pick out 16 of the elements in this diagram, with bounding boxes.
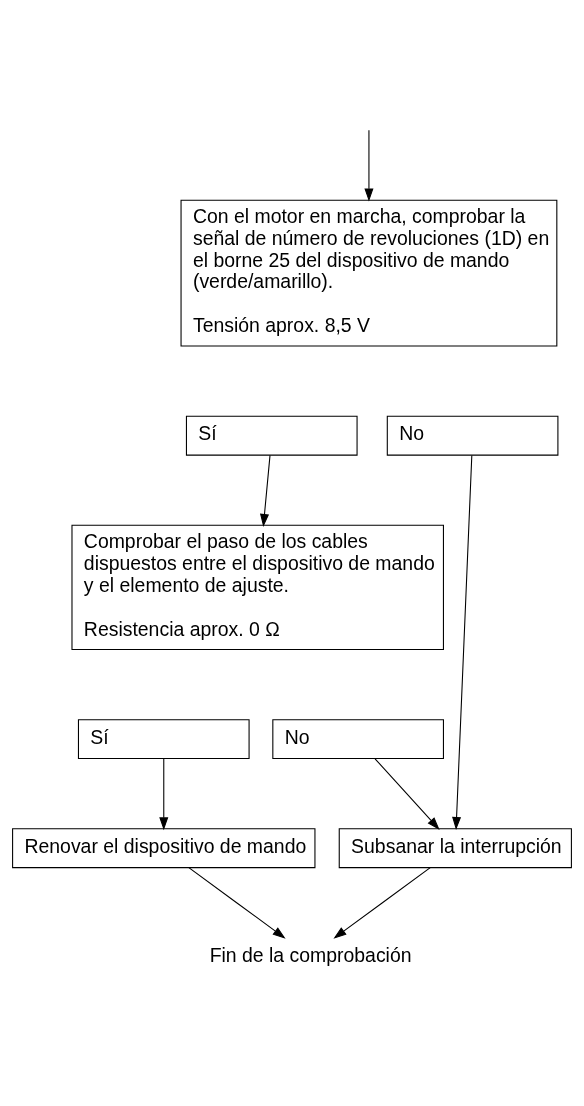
- arrow: [333, 867, 431, 939]
- node-box: No: [386, 415, 559, 456]
- node-box: Sí: [185, 415, 358, 456]
- node-box: Subsanar la interrupción: [338, 828, 572, 869]
- node-box: Renovar el dispositivo de mando: [12, 828, 316, 869]
- node-text: Fin de la comprobación: [209, 944, 412, 966]
- arrow: [364, 129, 374, 202]
- node-box: Con el motor en marcha, comprobar la señal de número de revoluciones (1D) en el borne 25 del dispositivo de mando (verde/amarillo). Tensión aprox. 8,5 V: [180, 199, 558, 347]
- node-box: Sí: [77, 719, 250, 760]
- arrow: [159, 758, 169, 831]
- arrow: [188, 867, 286, 939]
- arrow: [260, 454, 271, 527]
- arrow: [374, 758, 440, 830]
- node-box: Comprobar el paso de los cables dispuestos entre el dispositivo de mando y el elemento de ajuste. Resistencia aprox. 0 Ω: [71, 524, 444, 651]
- node-box: No: [272, 719, 444, 760]
- arrow: [452, 454, 473, 830]
